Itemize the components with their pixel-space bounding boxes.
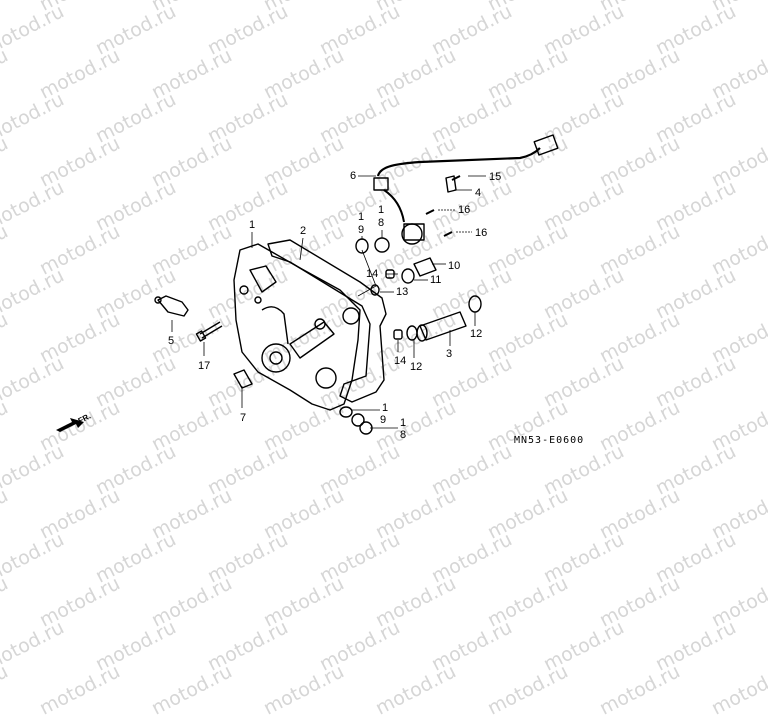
- watermark-text: motod.ru: [260, 572, 348, 632]
- callout-2: 2: [300, 225, 307, 237]
- harness-wire: [376, 147, 541, 177]
- watermark-text: motod.ru: [148, 660, 236, 720]
- callout-14: 14: [366, 268, 379, 280]
- diagram-code: MN53-E0600: [514, 435, 585, 446]
- front-arrow-icon: [56, 418, 84, 432]
- callout-5: 5: [168, 335, 175, 347]
- callout-12: 12: [410, 361, 423, 373]
- watermark-text: motod.ru: [596, 660, 684, 720]
- callout-8: 8: [378, 217, 385, 229]
- callout-1: 1: [358, 211, 365, 223]
- watermark-text: motod.ru: [0, 572, 12, 632]
- watermark-text: motod.ru: [484, 572, 572, 632]
- bolt-17: [199, 321, 223, 339]
- watermark-text: motod.ru: [652, 616, 740, 676]
- callout-4: 4: [475, 187, 482, 199]
- gasket-outline: [267, 239, 387, 403]
- watermark-text: motod.ru: [372, 660, 460, 720]
- callout-11: 11: [430, 274, 442, 286]
- watermark-text: motod.ru: [92, 616, 180, 676]
- callout-1: 1: [382, 402, 389, 414]
- callout-1: 1: [249, 219, 256, 231]
- watermark-text: motod.ru: [540, 616, 628, 676]
- watermark-text: motod.ru: [764, 616, 768, 676]
- watermark-text: motod.ru: [708, 572, 768, 632]
- watermark-text: motod.ru: [428, 616, 516, 676]
- sleeve-10: [413, 257, 437, 277]
- cover-outline: [233, 243, 361, 411]
- callout-9: 9: [380, 414, 387, 426]
- callout-3: 3: [446, 348, 453, 360]
- callout-12: 12: [470, 328, 483, 340]
- watermark-text: motod.ru: [596, 572, 684, 632]
- watermark-text: motod.ru: [0, 616, 68, 676]
- diagram-line-art: [56, 134, 559, 435]
- callout-14: 14: [394, 355, 407, 367]
- watermark-text: motod.ru: [316, 616, 404, 676]
- pipe-3: [419, 311, 467, 341]
- callout-8: 8: [400, 429, 407, 441]
- callout-6: 6: [350, 170, 357, 182]
- watermark-text: motod.ru: [148, 572, 236, 632]
- callout-16: 16: [458, 204, 471, 216]
- callout-7: 7: [240, 412, 247, 424]
- watermark-text: motod.ru: [260, 660, 348, 720]
- watermark-text: motod.ru: [372, 572, 460, 632]
- callout-1: 1: [400, 417, 407, 429]
- watermark-text: motod.ru: [708, 660, 768, 720]
- watermark-text: motod.ru: [204, 616, 292, 676]
- watermark-text: motod.ru: [36, 572, 124, 632]
- switch-5: [157, 295, 189, 317]
- callout-9: 9: [358, 224, 365, 236]
- fitting-7: [233, 369, 253, 389]
- watermark-text: motod.ru: [484, 660, 572, 720]
- callout-13: 13: [396, 286, 409, 298]
- callout-10: 10: [448, 260, 461, 272]
- watermark-text: motod.ru: [0, 660, 12, 720]
- callout-16: 16: [475, 227, 488, 239]
- callout-1: 1: [378, 204, 385, 216]
- watermark-text: motod.ru: [36, 660, 124, 720]
- callout-15: 15: [489, 171, 502, 183]
- callout-17: 17: [198, 360, 211, 372]
